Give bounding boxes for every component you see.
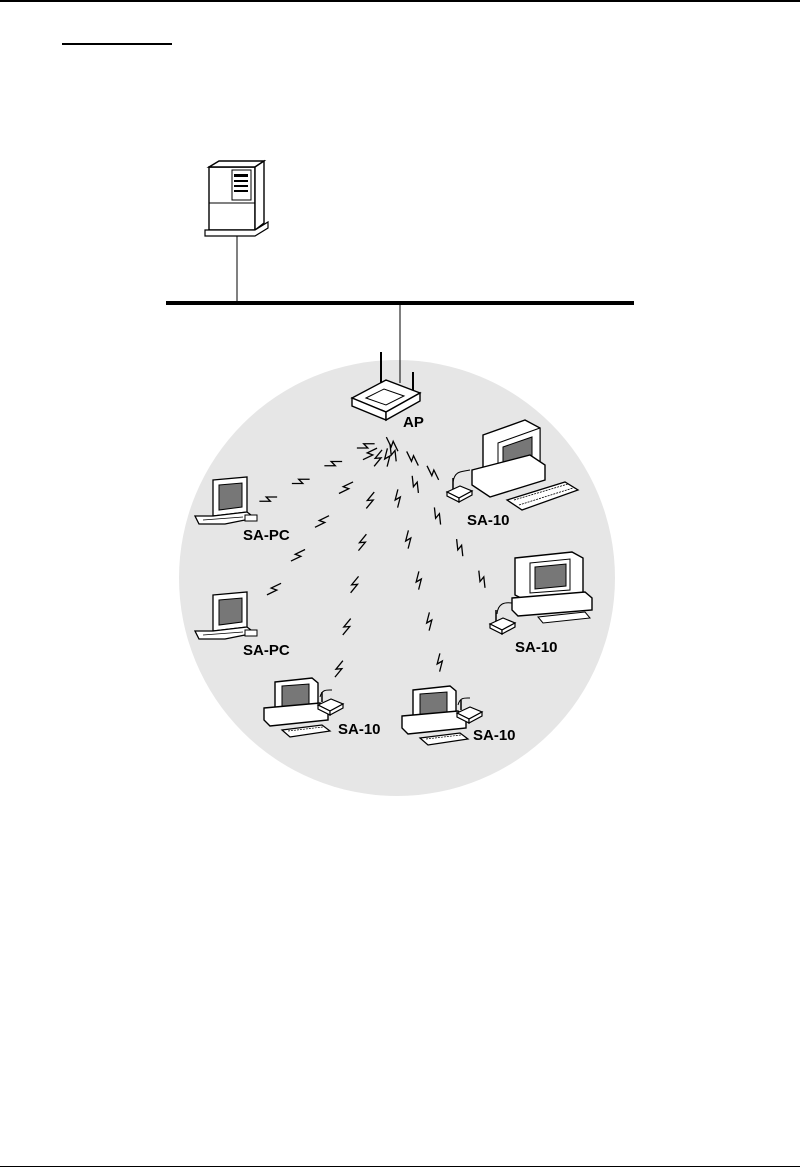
lan-backbone-line [166, 301, 634, 305]
laptop-label-1: SA-PC [243, 527, 290, 544]
desktop-computer-icon [512, 552, 592, 623]
ap-label: AP [403, 414, 424, 431]
desktop-label-2: SA-10 [515, 639, 558, 656]
desktop-label-3: SA-10 [338, 721, 381, 738]
server-icon [205, 161, 268, 236]
desktop-label-1: SA-10 [467, 512, 510, 529]
laptop-label-2: SA-PC [243, 642, 290, 659]
desktop-label-4: SA-10 [473, 727, 516, 744]
